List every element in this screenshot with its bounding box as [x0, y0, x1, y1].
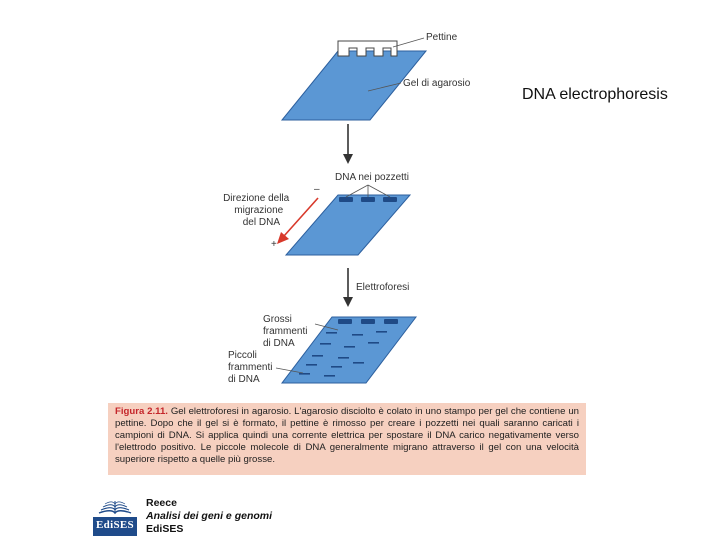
migration-direction-label: Direzione della migrazione del DNA	[223, 193, 292, 228]
dna-band	[312, 355, 323, 357]
dna-in-wells-label: DNA nei pozzetti	[335, 172, 409, 183]
gel-slab-step3	[280, 316, 418, 384]
large-fragments-line: di DNA	[263, 338, 295, 349]
gel-slab-step2	[284, 194, 412, 256]
figure-caption-text: Gel elettroforesi in agarosio. L'agarosi…	[115, 406, 579, 465]
dna-band	[368, 342, 379, 344]
comb-leader-line	[392, 37, 425, 48]
well-sample	[383, 197, 397, 202]
migration-label-line: migrazione	[234, 205, 283, 216]
well-sample	[361, 197, 375, 202]
dna-band	[376, 331, 387, 333]
electrophoresis-label: Elettroforesi	[356, 282, 409, 293]
slide-title: DNA electrophoresis	[522, 86, 668, 103]
comb-label: Pettine	[426, 32, 458, 43]
dna-band	[324, 375, 335, 377]
dna-band	[306, 364, 317, 366]
large-fragments-line: Grossi	[263, 314, 292, 325]
figure-caption-label: Figura 2.11.	[115, 406, 168, 417]
wells-leader-line	[345, 184, 369, 198]
electrophoresis-diagram: DNA electrophoresis Pettine Gel di agaro…	[223, 32, 668, 385]
well-sample	[338, 319, 352, 324]
comb	[337, 40, 398, 57]
large-fragments-label: Grossi frammenti di DNA	[263, 314, 310, 349]
positive-electrode-sign: +	[271, 239, 277, 250]
small-fragments-leader-line	[275, 367, 304, 374]
migration-label-line: del DNA	[243, 217, 281, 228]
step-arrow-2-head	[343, 297, 353, 307]
step-arrow-1-head	[343, 154, 353, 164]
gel-leader-line	[367, 82, 402, 92]
book-title: Analisi dei geni e genomi	[146, 510, 273, 522]
dna-band	[320, 343, 331, 345]
small-fragments-line: Piccoli	[228, 350, 257, 361]
figure-caption: Figura 2.11. Gel elettroforesi in agaros…	[108, 403, 586, 475]
well-sample	[339, 197, 353, 202]
negative-electrode-sign: –	[314, 184, 320, 195]
publisher-block: EdiSES Reece Analisi dei geni e genomi E…	[93, 495, 353, 537]
small-fragments-line: frammenti	[228, 362, 272, 373]
wells-leader-line	[367, 184, 391, 198]
dna-band	[338, 357, 349, 359]
book-icon	[93, 495, 137, 517]
dna-band	[299, 373, 310, 375]
dna-band	[331, 366, 342, 368]
small-fragments-label: Piccoli frammenti di DNA	[228, 350, 275, 385]
large-fragments-leader-line	[314, 323, 339, 331]
dna-band	[344, 346, 355, 348]
migration-arrow-head	[277, 232, 289, 244]
dna-band	[352, 334, 363, 336]
publisher-logo: EdiSES	[93, 495, 137, 536]
publisher-logo-text: EdiSES	[96, 519, 134, 531]
publisher-name: EdiSES	[146, 523, 184, 535]
agarose-gel-label: Gel di agarosio	[403, 78, 471, 89]
dna-band	[326, 332, 337, 334]
large-fragments-line: frammenti	[263, 326, 307, 337]
migration-arrow-shaft	[283, 197, 319, 237]
publisher-text: Reece Analisi dei geni e genomi EdiSES	[146, 497, 272, 536]
dna-band	[353, 362, 364, 364]
well-sample	[361, 319, 375, 324]
small-fragments-line: di DNA	[228, 374, 260, 385]
migration-label-line: Direzione della	[223, 193, 290, 204]
well-sample	[384, 319, 398, 324]
book-author: Reece	[146, 497, 177, 509]
